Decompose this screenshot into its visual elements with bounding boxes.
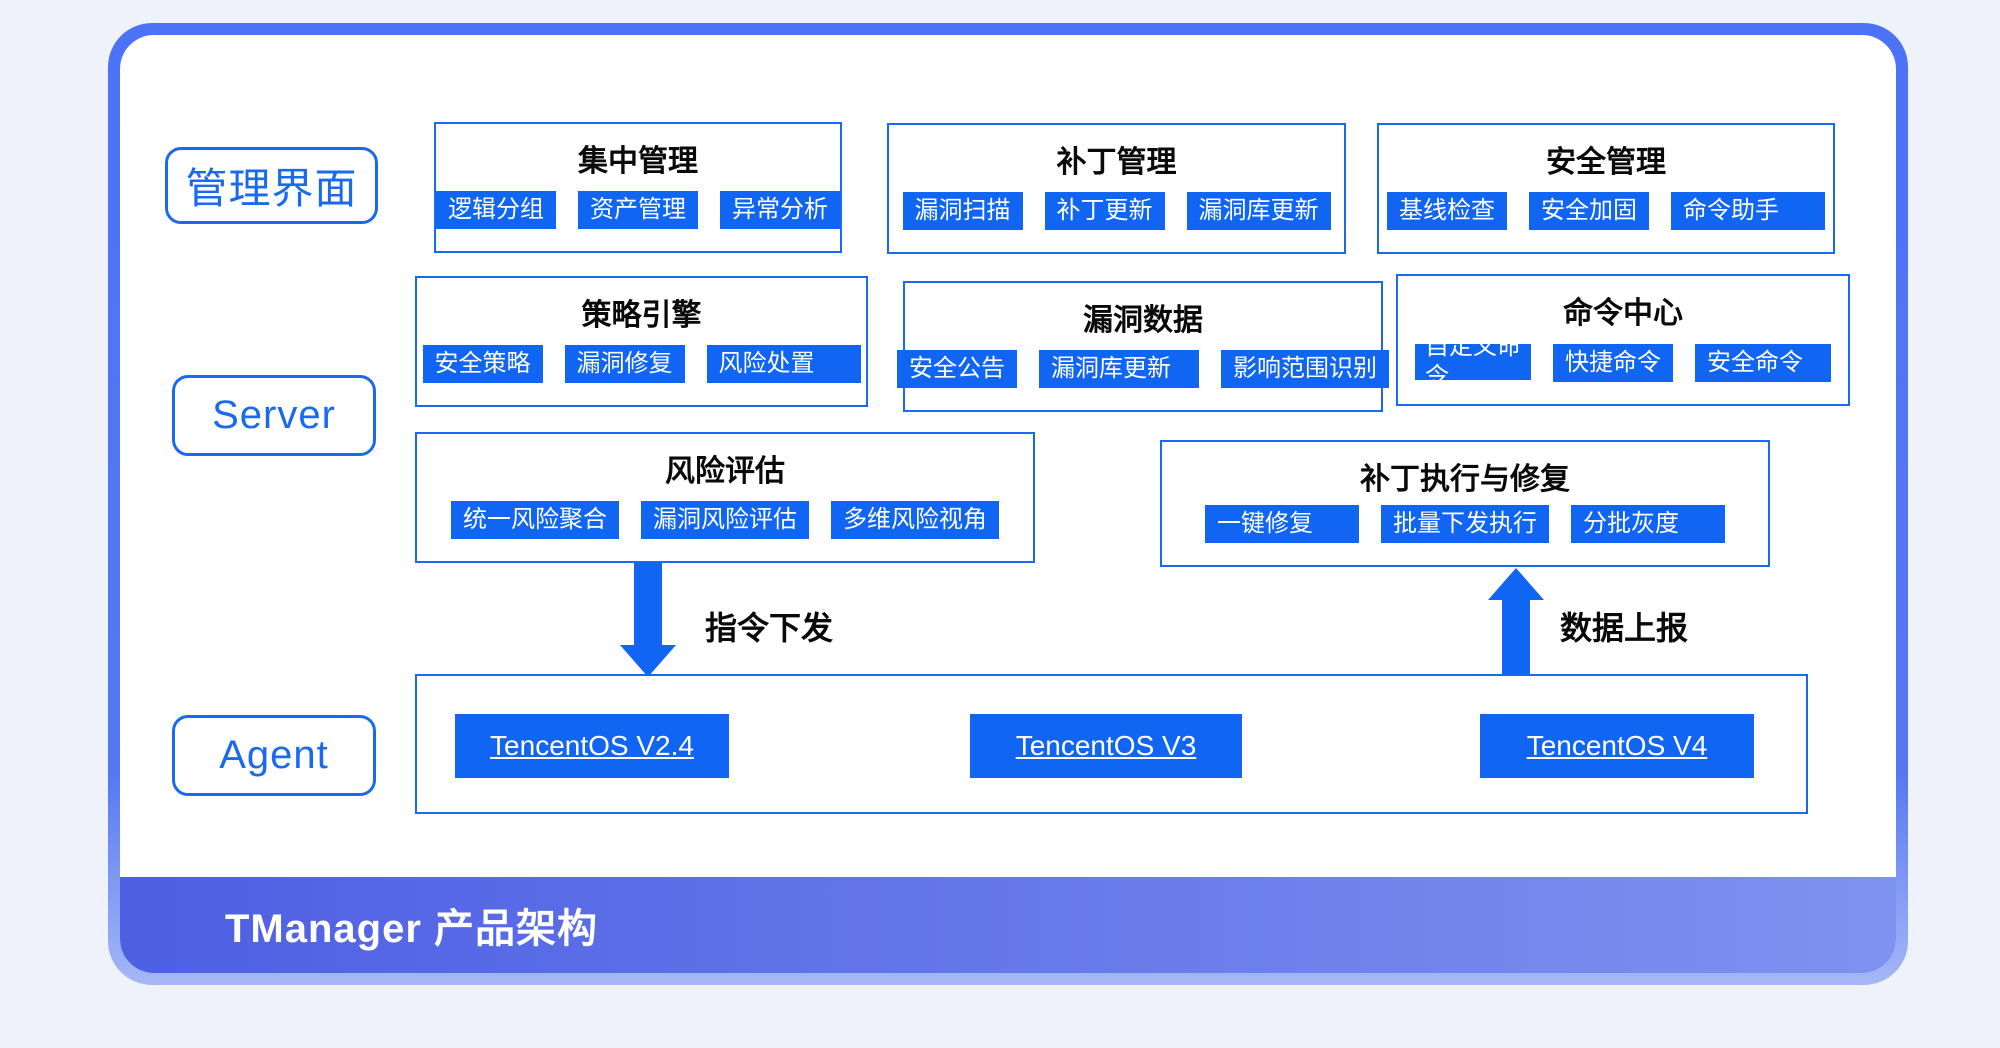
chip-row: 安全公告 漏洞库更新 影响范围识别	[897, 350, 1389, 388]
feature-chip: 补丁更新	[1044, 192, 1165, 230]
data-report-arrow-shaft	[1502, 598, 1530, 676]
module-policy-engine: 策略引擎 安全策略 漏洞修复 风险处置	[415, 276, 868, 407]
feature-chip: 资产管理	[578, 191, 698, 229]
architecture-card-frame: 管理界面 Server Agent 集中管理 逻辑分组 资产管理 异常分析 补丁…	[108, 23, 1908, 985]
module-security-management: 安全管理 基线检查 安全加固 命令助手	[1377, 123, 1835, 254]
chip-row: 基线检查 安全加固 命令助手	[1379, 192, 1833, 230]
feature-chip: 统一风险聚合	[451, 501, 619, 539]
chip-row: 一键修复 批量下发执行 分批灰度	[1162, 505, 1768, 543]
feature-chip: 基线检查	[1387, 192, 1507, 230]
feature-chip: 安全加固	[1529, 192, 1649, 230]
chip-row: 安全策略 漏洞修复 风险处置	[417, 345, 866, 383]
arrow-up-icon	[1488, 568, 1544, 600]
layer-label-text: Agent	[219, 733, 329, 777]
feature-chip: 命令助手	[1671, 192, 1825, 230]
feature-chip: 安全命令	[1695, 344, 1831, 382]
feature-chip: 漏洞库更新	[1039, 350, 1199, 388]
feature-chip: 漏洞扫描	[902, 192, 1023, 230]
module-title: 命令中心	[1563, 297, 1683, 330]
layer-label-text: 管理界面	[185, 165, 358, 212]
feature-chip: 异常分析	[720, 191, 840, 229]
feature-chip: 批量下发执行	[1381, 505, 1549, 543]
tencentos-v4-block: TencentOS V4	[1480, 714, 1754, 778]
module-title: 安全管理	[1546, 146, 1666, 179]
data-report-label: 数据上报	[1560, 610, 1689, 646]
feature-chip: 自定义命令	[1415, 333, 1531, 390]
page-title: TManager 产品架构	[225, 907, 599, 951]
command-dispatch-label: 指令下发	[705, 610, 834, 646]
feature-chip: 多维风险视角	[831, 501, 999, 539]
feature-chip: 安全公告	[897, 350, 1017, 388]
feature-chip: 漏洞库更新	[1186, 192, 1331, 230]
feature-chip: 影响范围识别	[1221, 350, 1389, 388]
module-patch-execution-repair: 补丁执行与修复 一键修复 批量下发执行 分批灰度	[1160, 440, 1770, 567]
module-centralized-management: 集中管理 逻辑分组 资产管理 异常分析	[434, 122, 842, 253]
feature-chip: 风险处置	[706, 345, 861, 383]
feature-chip: 安全策略	[422, 345, 543, 383]
layer-label-agent: Agent	[172, 715, 376, 796]
os-label: TencentOS V2.4	[490, 730, 694, 761]
feature-chip: 漏洞修复	[564, 345, 685, 383]
bottom-banner: TManager 产品架构	[120, 877, 1896, 973]
layer-label-text: Server	[212, 393, 336, 437]
module-title: 漏洞数据	[1083, 304, 1203, 337]
os-label: TencentOS V4	[1526, 730, 1708, 761]
feature-chip: 快捷命令	[1553, 344, 1673, 382]
module-title: 风险评估	[665, 455, 785, 488]
feature-chip: 逻辑分组	[436, 191, 556, 229]
feature-chip: 一键修复	[1205, 505, 1359, 543]
chip-row: 自定义命令 快捷命令 安全命令	[1398, 333, 1848, 390]
module-title: 集中管理	[578, 145, 698, 178]
layer-label-management-ui: 管理界面	[165, 147, 378, 224]
arrow-down-icon	[620, 645, 676, 677]
module-title: 补丁执行与修复	[1360, 463, 1570, 496]
module-title: 策略引擎	[581, 299, 702, 332]
feature-chip: 漏洞风险评估	[641, 501, 809, 539]
chip-row: 漏洞扫描 补丁更新 漏洞库更新	[889, 192, 1344, 230]
module-patch-management: 补丁管理 漏洞扫描 补丁更新 漏洞库更新	[887, 123, 1346, 254]
command-dispatch-arrow-shaft	[634, 563, 662, 647]
module-title: 补丁管理	[1056, 146, 1177, 179]
tencentos-v2-4-block: TencentOS V2.4	[455, 714, 729, 778]
layer-label-server: Server	[172, 375, 376, 456]
architecture-card: 管理界面 Server Agent 集中管理 逻辑分组 资产管理 异常分析 补丁…	[120, 35, 1896, 973]
chip-row: 统一风险聚合 漏洞风险评估 多维风险视角	[417, 501, 1033, 539]
agent-os-container: TencentOS V2.4 TencentOS V3 TencentOS V4	[415, 674, 1808, 814]
tencentos-v3-block: TencentOS V3	[970, 714, 1242, 778]
chip-row: 逻辑分组 资产管理 异常分析	[436, 191, 840, 229]
module-vulnerability-data: 漏洞数据 安全公告 漏洞库更新 影响范围识别	[897, 281, 1389, 412]
feature-chip: 分批灰度	[1571, 505, 1725, 543]
os-label: TencentOS V3	[1015, 730, 1197, 761]
module-risk-assessment: 风险评估 统一风险聚合 漏洞风险评估 多维风险视角	[415, 432, 1035, 563]
module-command-center: 命令中心 自定义命令 快捷命令 安全命令	[1396, 274, 1850, 406]
